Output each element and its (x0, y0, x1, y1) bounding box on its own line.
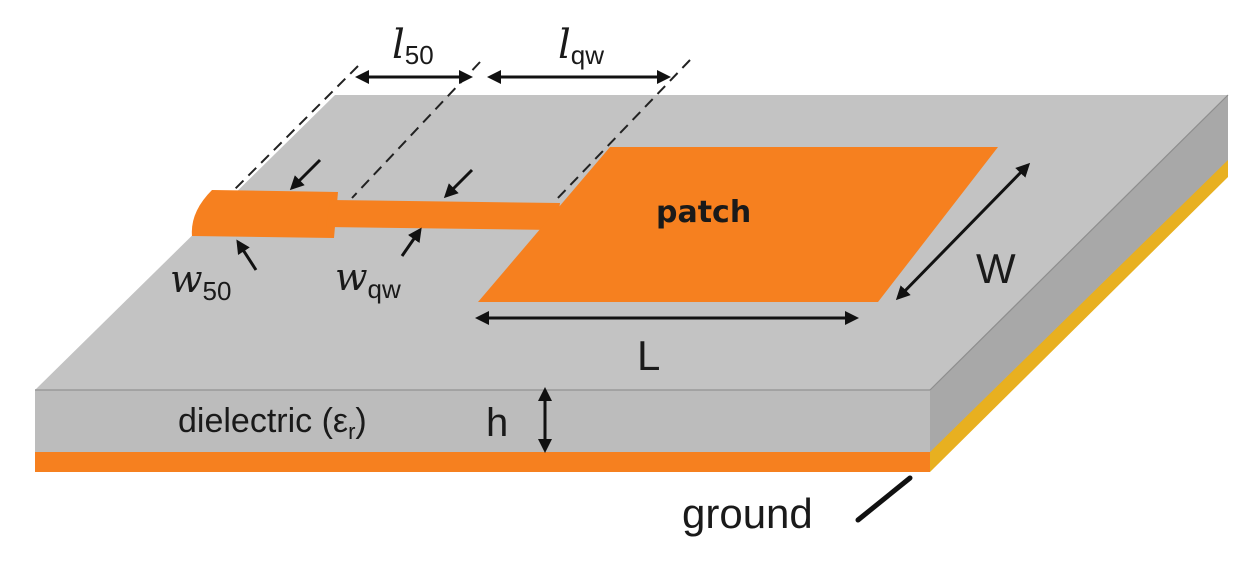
patch-element (478, 147, 998, 302)
ref-line-feed-start (231, 65, 359, 193)
dielectric-label: dielectric (εr) (178, 402, 367, 444)
ground-front-edge (35, 452, 930, 472)
lqw-label: lqw (558, 22, 604, 70)
substrate-front-face (35, 390, 930, 452)
feed-line-50-ohm (191, 190, 338, 238)
wqw-arrow-top (443, 168, 474, 199)
ground-label: ground (682, 490, 813, 537)
wqw-arrow-bottom (400, 227, 422, 257)
W-label: W (976, 245, 1016, 292)
W-arrow (895, 162, 1031, 301)
ref-line-patch-edge (555, 59, 691, 201)
h-label: h (486, 401, 508, 445)
substrate-corner-edge (929, 94, 1229, 391)
w50-arrow-top (289, 158, 322, 191)
reference-lines (231, 59, 691, 201)
copper-traces (191, 147, 998, 302)
labels: l50 lqw w50 wqw patch W L h dielectric (… (170, 22, 1016, 537)
substrate-side-face (930, 95, 1228, 460)
ground-plane (35, 160, 1228, 472)
L-label: L (637, 332, 660, 379)
w50-arrow-bottom (236, 239, 258, 271)
l50-label: l50 (392, 22, 434, 70)
w50-label: w50 (170, 257, 231, 306)
patch-label: patch (656, 195, 751, 230)
ref-line-transformer-start (351, 61, 481, 199)
dimension-arrows (236, 70, 1031, 523)
wqw-label: wqw (335, 255, 401, 304)
ground-side-edge (930, 160, 1228, 472)
ground-pointer (855, 475, 913, 523)
quarter-wave-transformer (326, 200, 560, 230)
